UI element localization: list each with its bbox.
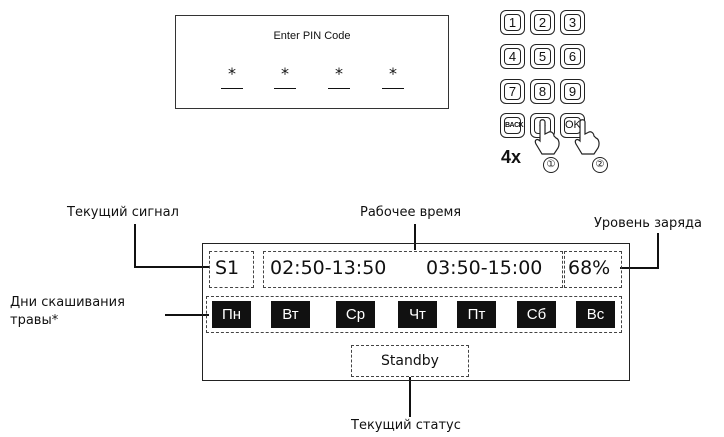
working-time-region <box>263 251 563 288</box>
pin-entry-box: Enter PIN Code * * * * <box>175 15 449 109</box>
press-count-label: 4x <box>501 147 522 167</box>
pin-underline <box>274 88 296 89</box>
day-thursday: Чт <box>398 301 437 328</box>
key-6[interactable]: 6 <box>560 44 585 69</box>
pin-digit: * <box>389 64 397 83</box>
key-2[interactable]: 2 <box>530 10 555 35</box>
day-wednesday: Ср <box>336 301 375 328</box>
day-sunday: Вс <box>576 301 615 328</box>
label-working-time: Рабочее время <box>360 205 462 220</box>
callout-line <box>409 377 411 417</box>
pin-digit: * <box>281 64 289 83</box>
key-5[interactable]: 5 <box>530 44 555 69</box>
step-1-marker: ① <box>543 157 559 173</box>
label-charge-level: Уровень заряда <box>594 216 702 231</box>
pin-underline <box>221 88 243 89</box>
mowing-days-region <box>206 296 622 333</box>
key-7[interactable]: 7 <box>500 79 525 104</box>
status-badge: Standby <box>351 345 469 377</box>
pin-digit: * <box>335 64 343 83</box>
key-back[interactable]: BACK <box>500 113 525 138</box>
pointing-hand-icon <box>574 119 600 155</box>
callout-line <box>134 266 209 268</box>
pin-digit-slot: * <box>274 66 296 89</box>
label-current-signal: Текущий сигнал <box>67 205 179 220</box>
pin-digit-slot: * <box>328 66 350 89</box>
callout-line <box>134 224 136 267</box>
signal-region <box>209 251 254 288</box>
day-monday: Пн <box>212 301 251 328</box>
display-panel <box>202 243 630 381</box>
pin-underline <box>382 88 404 89</box>
label-mowing-days: Дни скашивания <box>10 295 125 310</box>
signal-value: S1 <box>215 257 240 279</box>
pin-digit-slot: * <box>382 66 404 89</box>
pin-title: Enter PIN Code <box>273 30 351 42</box>
callout-line <box>165 314 209 316</box>
working-time-1: 02:50-13:50 <box>270 257 387 279</box>
key-4[interactable]: 4 <box>500 44 525 69</box>
pin-underline <box>328 88 350 89</box>
battery-region <box>564 251 622 288</box>
label-mowing-days-cont: травы* <box>10 313 59 328</box>
working-time-2: 03:50-15:00 <box>426 257 543 279</box>
battery-level: 68% <box>568 257 611 279</box>
pin-digit: * <box>228 64 236 83</box>
key-9[interactable]: 9 <box>560 79 585 104</box>
label-current-status: Текущий статус <box>351 418 461 433</box>
pin-digit-slot: * <box>221 66 243 89</box>
callout-line <box>620 267 659 269</box>
day-saturday: Сб <box>517 301 556 328</box>
day-tuesday: Вт <box>271 301 310 328</box>
key-8[interactable]: 8 <box>530 79 555 104</box>
pointing-hand-icon <box>534 119 560 155</box>
key-3[interactable]: 3 <box>560 10 585 35</box>
key-1[interactable]: 1 <box>500 10 525 35</box>
step-2-marker: ② <box>592 157 608 173</box>
callout-line <box>657 233 659 268</box>
day-friday: Пт <box>457 301 496 328</box>
callout-line <box>414 224 416 250</box>
